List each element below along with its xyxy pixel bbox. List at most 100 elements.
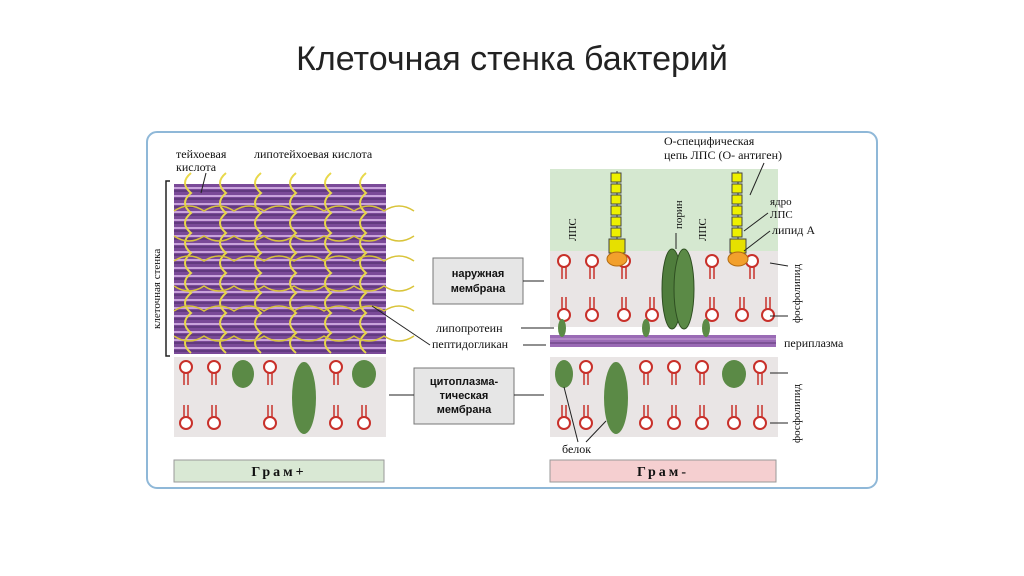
peptidoglycan-strands — [174, 187, 386, 352]
o-antigen-unit — [731, 205, 743, 216]
cytoplasmic-membrane-label-box — [413, 367, 515, 425]
outer-membrane-label-1: наружная — [452, 268, 505, 280]
o-antigen-unit — [731, 216, 743, 227]
o-antigen-unit — [731, 183, 743, 194]
phospholipid-head — [761, 308, 775, 322]
phospholipid-head — [579, 360, 593, 374]
phospholipid-head — [579, 416, 593, 430]
teichoic-acid-strand — [289, 172, 298, 354]
phospholipid-head — [667, 416, 681, 430]
lipoprotein — [558, 319, 566, 337]
membrane-protein — [292, 362, 316, 434]
lps-core-block — [729, 238, 747, 254]
teichoic-acid-strand — [219, 172, 228, 354]
phospholipid-head — [263, 416, 277, 430]
teichoic-acid-strand — [173, 335, 415, 342]
lipoteichoic-acid-label: липотейхоевая кислота — [254, 147, 373, 161]
phospholipid-head — [585, 308, 599, 322]
phospholipid-top-pointer — [769, 262, 789, 267]
teichoic-acid-strands — [173, 172, 415, 354]
teichoic-acid-strand — [184, 172, 193, 354]
cytoplasmic-membrane-label-1: цитоплазма- — [430, 376, 499, 388]
phospholipids-inner-membrane — [557, 360, 767, 430]
phospholipid-head — [695, 416, 709, 430]
lps-right-label: ЛПС — [697, 218, 709, 241]
o-antigen-unit — [610, 172, 622, 183]
phospholipid-head — [639, 360, 653, 374]
teichoic-acid-strand — [359, 172, 368, 354]
phospholipid-bottom-label: фосфолипид — [791, 383, 803, 443]
o-specific-chain-label-1: О-специфическая — [664, 134, 755, 148]
membrane-protein — [604, 362, 628, 434]
periplasm-label: периплазма — [784, 336, 844, 350]
phospholipid-head — [557, 254, 571, 268]
teichoic-acid-strand — [173, 205, 415, 212]
teichoic-pointer — [200, 172, 207, 194]
phospholipid-head — [735, 308, 749, 322]
o-antigen-unit — [610, 227, 622, 238]
phospholipid-head — [329, 360, 343, 374]
phospholipid-head — [329, 416, 343, 430]
gram-positive-panel: клеточная стенка тейхоевая кислота липот… — [151, 147, 415, 483]
protein-label: белок — [562, 442, 591, 456]
teichoic-acid-strand — [173, 305, 415, 312]
phospholipid-head — [557, 416, 571, 430]
teichoic-acid-label-2: кислота — [176, 160, 217, 174]
phospholipid-head — [645, 308, 659, 322]
lps-core-pointer — [743, 212, 769, 232]
phospholipid-head — [207, 360, 221, 374]
phospholipids-outer-membrane — [557, 254, 775, 322]
peptidoglycan-layer-gram-neg — [550, 335, 776, 347]
o-antigen-unit — [731, 227, 743, 238]
phospholipid-head — [753, 416, 767, 430]
center-labels: наружная мембрана липопротеин пептидогли… — [371, 257, 554, 425]
phospholipid-head — [179, 360, 193, 374]
phospholipid-head — [705, 308, 719, 322]
phospholipid-head — [695, 360, 709, 374]
protein-pointer — [563, 386, 579, 443]
gram-pos-label-box — [173, 459, 385, 483]
lipid-a-pointer — [743, 230, 771, 252]
phospholipid-head — [357, 416, 371, 430]
cell-wall-label: клеточная стенка — [151, 249, 163, 329]
porin-label: порин — [673, 200, 685, 229]
lps-core-label-1: ядро — [770, 196, 792, 208]
lipid-a-label: липид А — [772, 223, 815, 237]
gram-pos-label: Грам+ — [251, 465, 306, 480]
teichoic-acid-strand — [173, 285, 415, 292]
peptidoglycan-pointer-left — [371, 305, 431, 346]
phospholipid-head — [585, 254, 599, 268]
teichoic-acid-strand — [254, 172, 263, 354]
porin — [661, 248, 695, 330]
lipoprotein — [702, 319, 710, 337]
membrane-protein — [232, 360, 254, 388]
lipid-a — [606, 251, 628, 267]
o-specific-chain-label-2: цепь ЛПС (О- антиген) — [664, 148, 782, 162]
phospholipid-head — [557, 308, 571, 322]
o-antigen-unit — [610, 183, 622, 194]
phospholipid-head — [639, 416, 653, 430]
protein-pointer — [585, 420, 607, 443]
lipoprotein-label: липопротеин — [436, 321, 503, 335]
gram-neg-label: Грам- — [637, 465, 689, 480]
o-antigen-unit — [731, 194, 743, 205]
lps-molecule — [727, 171, 749, 267]
phospholipid-head — [207, 416, 221, 430]
lipid-a — [727, 251, 749, 267]
membrane-protein — [555, 360, 573, 388]
phospholipid-top-label: фосфолипид — [791, 263, 803, 323]
diagram-frame — [146, 131, 878, 489]
o-antigen-unit — [610, 194, 622, 205]
o-chain-pointer — [749, 162, 765, 196]
teichoic-acid-label-1: тейхоевая — [176, 147, 227, 161]
membrane-protein — [722, 360, 746, 388]
phospholipids-gram-pos — [179, 360, 371, 430]
phospholipid-head — [753, 360, 767, 374]
lipoprotein — [642, 319, 650, 337]
gram-neg-label-box — [549, 459, 777, 483]
lps-left-label: ЛПС — [567, 218, 579, 241]
peptidoglycan-label: пептидогликан — [432, 337, 509, 351]
phospholipid-head — [263, 360, 277, 374]
cytoplasmic-membrane-label-2: тическая — [440, 390, 489, 402]
teichoic-acid-strand — [173, 235, 415, 242]
